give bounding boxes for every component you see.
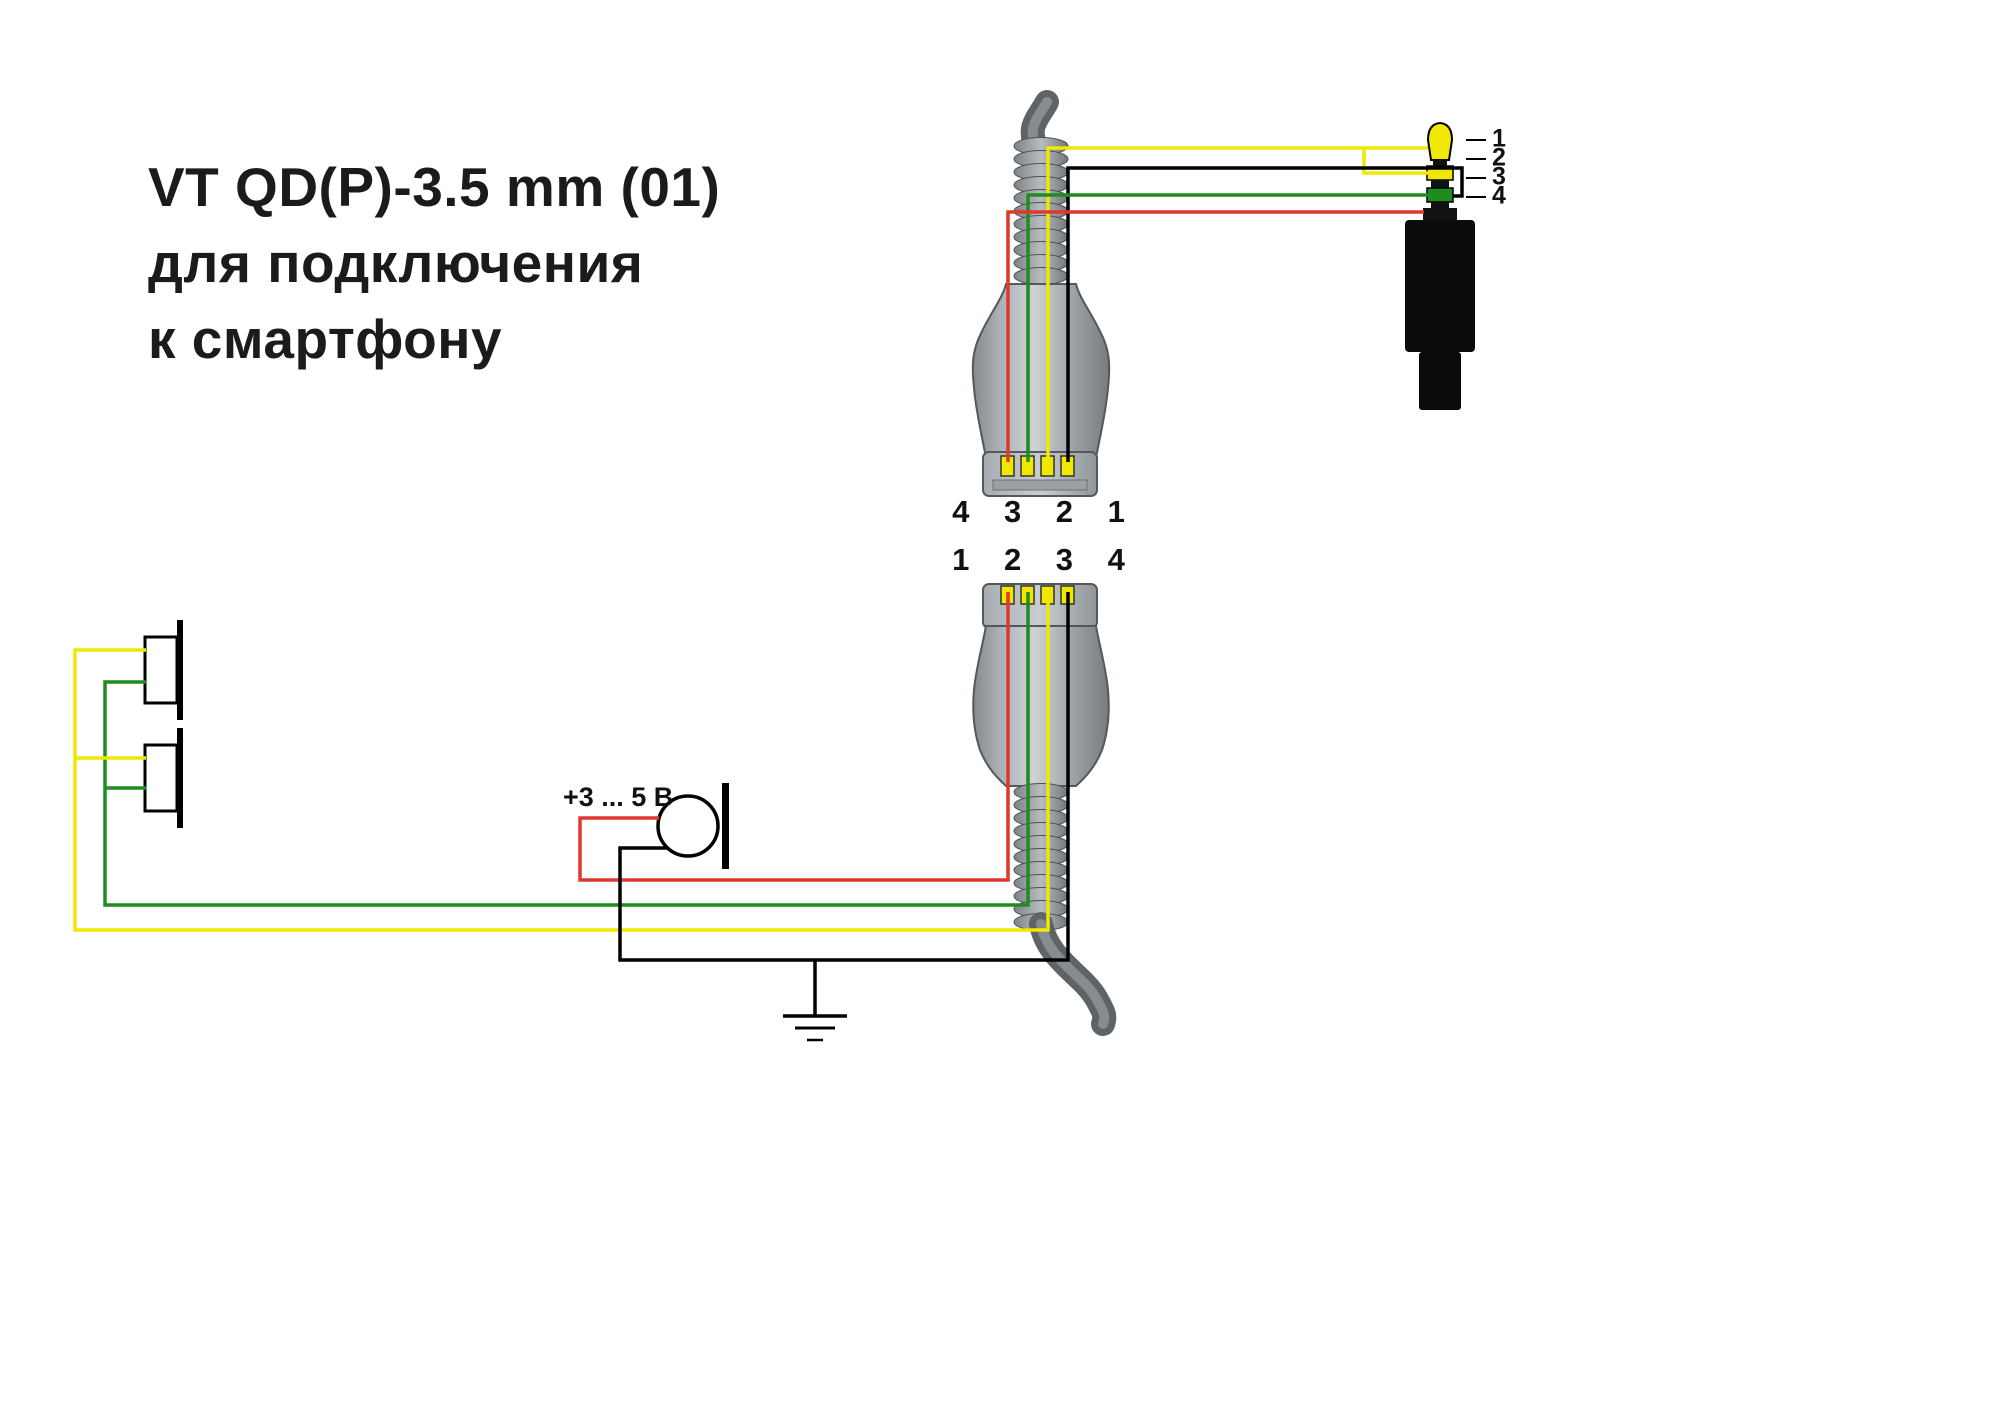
wire-red-bottom (578, 592, 1010, 882)
wire-green-top (1026, 193, 1428, 462)
wire-green-bottom (103, 592, 1030, 907)
ground-symbol (783, 1014, 847, 1042)
plug-tip (1426, 121, 1454, 161)
wire-yellow-top (1046, 146, 1428, 462)
plug-neck (1433, 159, 1447, 167)
wire-red-top (1006, 210, 1424, 462)
page-title: VT QD(P)-3.5 mm (01) для подключения к с… (148, 150, 720, 378)
mic-voltage-label: +3 ... 5 В (563, 782, 673, 812)
speaker-baffle (177, 728, 183, 828)
pin-numbers-top-label: 4 3 2 1 (952, 494, 1138, 529)
microphone (656, 783, 729, 869)
connector-body-top (971, 283, 1111, 459)
mic-capsule (656, 794, 720, 858)
speaker-driver (143, 635, 179, 705)
mic-plate (722, 783, 729, 869)
mating-face-bottom (982, 583, 1098, 629)
plug-pin-2-label: 2 (1492, 144, 1506, 172)
trrs-plug: 1 2 3 4 (1405, 121, 1506, 410)
plug-body-lower (1419, 352, 1461, 410)
cable-bottom-highlight (1036, 919, 1110, 1029)
plug-separator (1431, 202, 1449, 209)
plug-ring-3 (1426, 187, 1454, 203)
wire-black-bottom (618, 592, 1070, 1016)
speaker-baffle (177, 620, 183, 720)
speaker-2 (143, 728, 183, 828)
plug-body (1405, 220, 1475, 352)
plug-pin-4-label: 4 (1492, 182, 1506, 210)
title-line-2: для подключения (148, 231, 644, 294)
connector-body-bottom (972, 625, 1110, 787)
plug-pin-1-label: 1 (1492, 125, 1506, 153)
qd-connector-bottom (972, 583, 1117, 1036)
wires-top (1006, 146, 1464, 462)
plug-sleeve-flange (1423, 208, 1457, 221)
wire-yellow-bottom (73, 592, 1050, 932)
title-line-3: к смартфону (148, 307, 503, 370)
wires-bottom (73, 592, 1070, 1016)
speaker-1 (143, 620, 183, 720)
strain-relief-bottom (1013, 783, 1069, 931)
plug-separator (1431, 180, 1449, 188)
rib (1013, 267, 1069, 285)
speaker-driver (143, 743, 179, 813)
qd-connector-top (971, 90, 1111, 497)
plug-pin-3-label: 3 (1492, 163, 1506, 191)
pin-numbers-bottom-label: 1 2 3 4 (952, 542, 1138, 577)
wire-black-top (1066, 166, 1464, 462)
title-line-1: VT QD(P)-3.5 mm (01) (148, 156, 721, 218)
mating-face-top-slot (992, 479, 1088, 491)
